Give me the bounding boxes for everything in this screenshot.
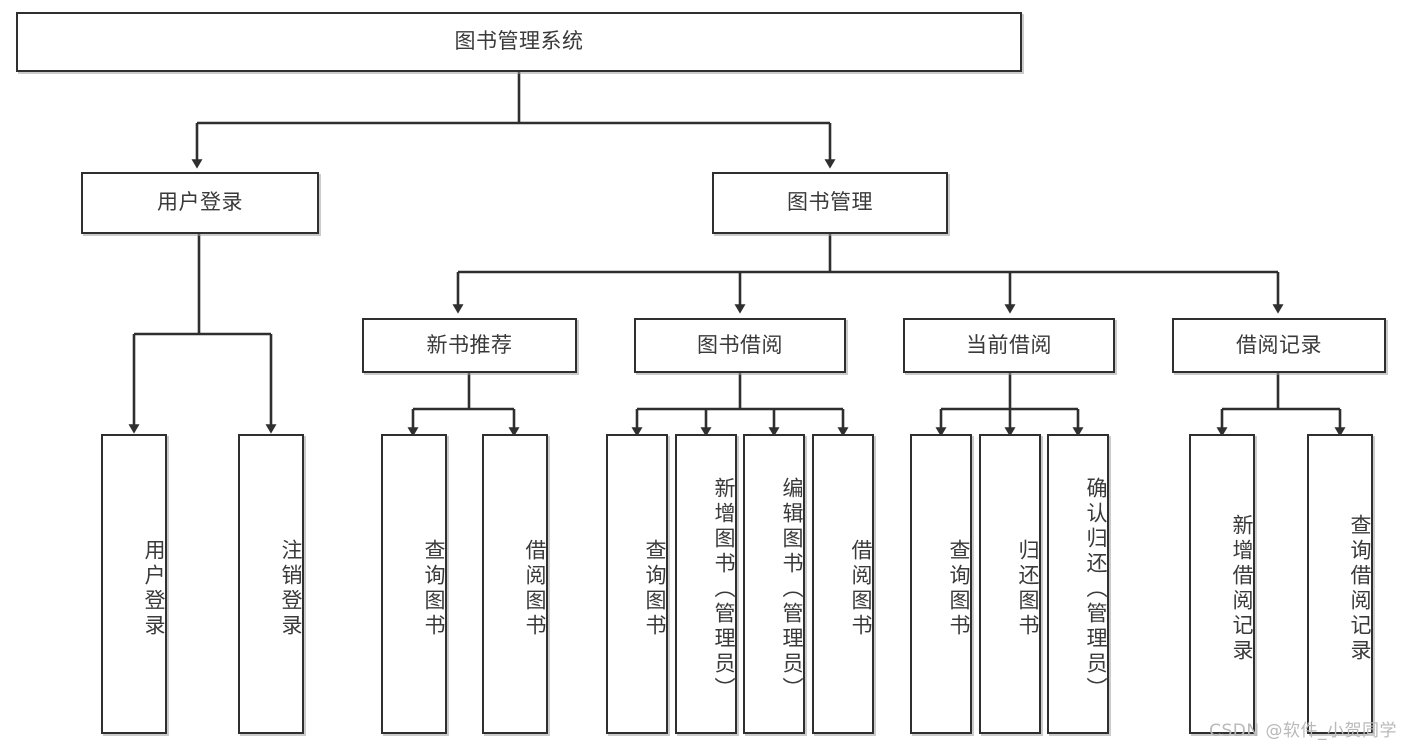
leaf-return-book[interactable]: 归还图书	[979, 434, 1041, 734]
node-current-borrow[interactable]: 当前借阅	[903, 318, 1115, 373]
node-label: 编辑图书（管理员）	[780, 476, 804, 702]
leaf-borrow-book-1[interactable]: 借阅图书	[482, 434, 548, 734]
node-label: 借阅图书	[523, 539, 547, 639]
leaf-add-borrow-record[interactable]: 新增借阅记录	[1189, 434, 1255, 734]
leaf-query-book-1[interactable]: 查询图书	[381, 434, 447, 734]
leaf-borrow-book-2[interactable]: 借阅图书	[812, 434, 874, 734]
leaf-add-book[interactable]: 新增图书（管理员）	[675, 434, 737, 734]
leaf-query-book-3[interactable]: 查询图书	[910, 434, 972, 734]
node-label: 用户登录	[142, 539, 166, 639]
node-label: 查询图书	[422, 539, 446, 639]
node-label: 查询图书	[947, 539, 971, 639]
node-label: 借阅图书	[849, 539, 873, 639]
node-label: 图书借阅	[697, 332, 783, 357]
node-label: 当前借阅	[966, 332, 1052, 357]
node-label: 查询借阅记录	[1348, 514, 1372, 664]
node-borrow-record[interactable]: 借阅记录	[1172, 318, 1386, 373]
node-label: 查询图书	[643, 539, 667, 639]
node-label: 新增借阅记录	[1230, 514, 1254, 664]
node-user-login[interactable]: 用户登录	[81, 172, 319, 234]
node-book-management-system[interactable]: 图书管理系统	[16, 12, 1022, 72]
node-label: 归还图书	[1016, 539, 1040, 639]
node-new-book-recommend[interactable]: 新书推荐	[362, 318, 577, 373]
leaf-logout-login[interactable]: 注销登录	[238, 434, 304, 734]
node-label: 新书推荐	[426, 332, 513, 357]
node-label: 注销登录	[279, 539, 303, 639]
node-book-borrow[interactable]: 图书借阅	[634, 318, 846, 373]
node-book-manage[interactable]: 图书管理	[712, 172, 948, 234]
node-label: 图书管理	[787, 190, 873, 215]
node-label: 借阅记录	[1236, 332, 1322, 357]
node-label: 新增图书（管理员）	[712, 476, 736, 702]
leaf-confirm-return[interactable]: 确认归还（管理员）	[1047, 434, 1109, 734]
leaf-query-borrow-record[interactable]: 查询借阅记录	[1307, 434, 1373, 734]
node-label: 确认归还（管理员）	[1084, 476, 1108, 702]
node-label: 图书管理系统	[454, 29, 584, 54]
leaf-query-book-2[interactable]: 查询图书	[606, 434, 668, 734]
leaf-user-login[interactable]: 用户登录	[101, 434, 167, 734]
node-label: 用户登录	[157, 190, 243, 215]
leaf-edit-book[interactable]: 编辑图书（管理员）	[743, 434, 805, 734]
